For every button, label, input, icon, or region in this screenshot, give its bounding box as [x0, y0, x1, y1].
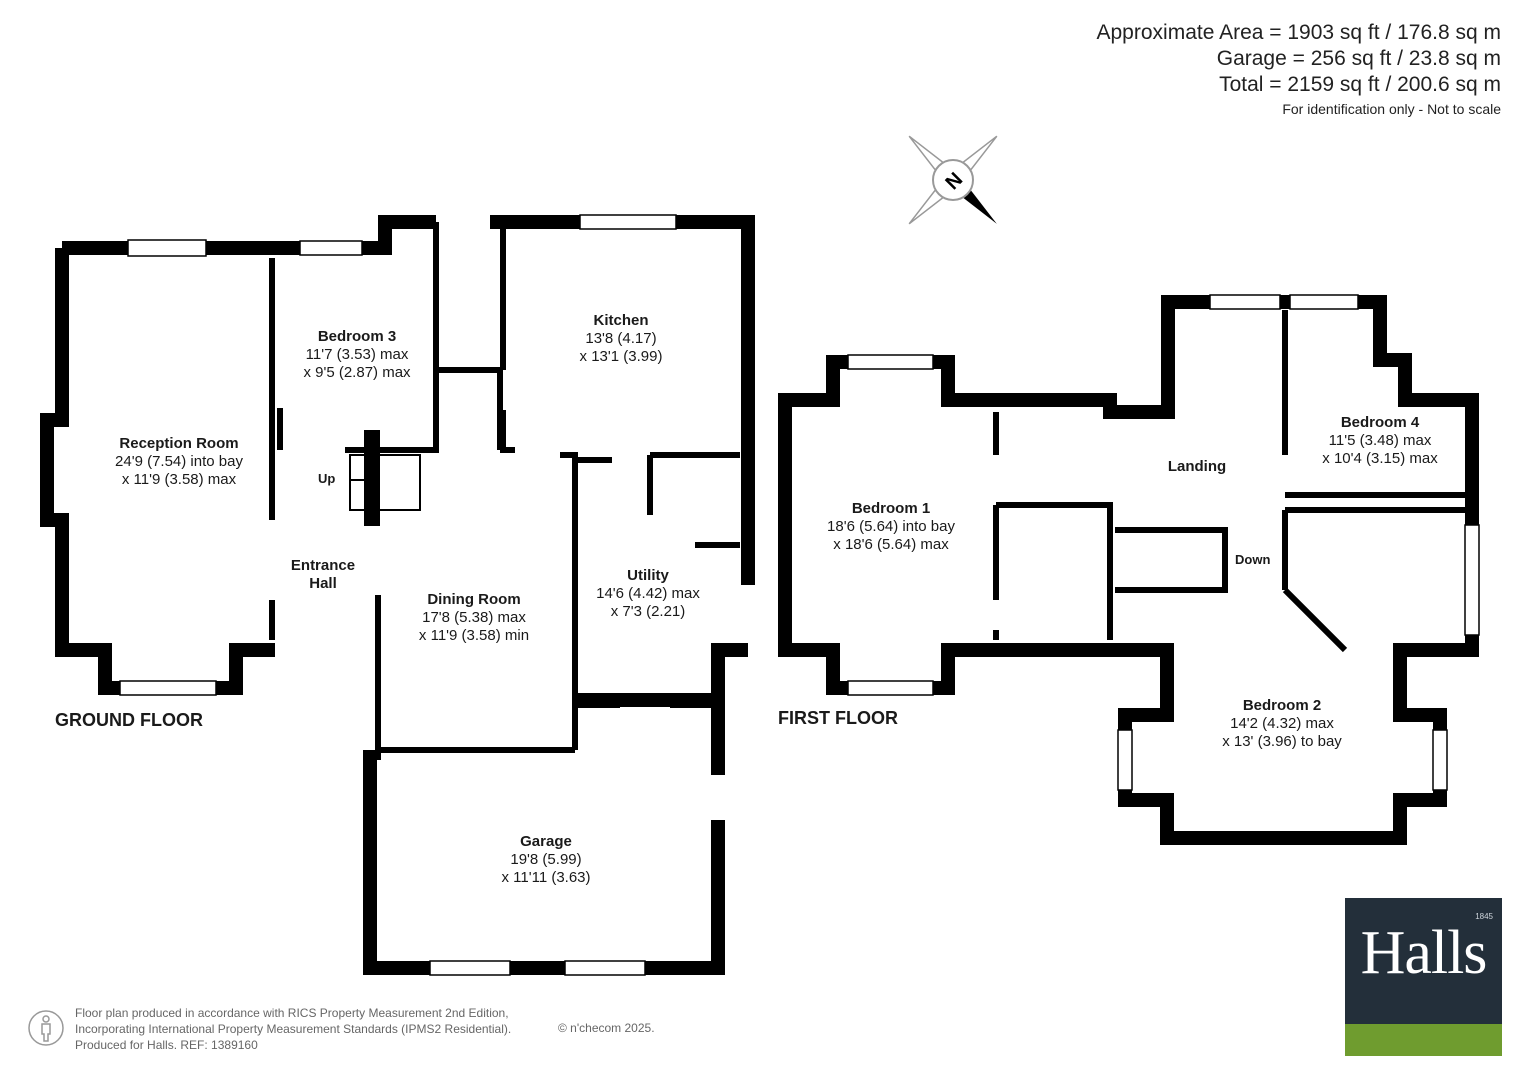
stairs-first [1115, 527, 1228, 593]
room-utility: Utility 14'6 (4.42) max x 7'3 (2.21) [596, 567, 700, 620]
person-icon [28, 1010, 64, 1046]
first-floor-outer-wall [778, 295, 1479, 845]
kitchen-wall [500, 222, 578, 750]
logo-year: 1845 [1475, 912, 1493, 921]
garage-walls [363, 720, 725, 975]
footer-text: Floor plan produced in accordance with R… [75, 1006, 512, 1052]
stairs-up-label: Up [318, 471, 336, 486]
north-compass-icon [908, 135, 998, 225]
first-floor-label: FIRST FLOOR [778, 708, 898, 728]
room-reception: Reception Room 24'9 (7.54) into bay x 11… [115, 435, 243, 488]
ground-floor-outer-wall [40, 248, 275, 695]
scale-note: For identification only - Not to scale [1282, 101, 1501, 117]
stair-newel [364, 430, 380, 526]
garage-area: Garage = 256 sq ft / 23.8 sq m [1216, 47, 1501, 70]
ground-floor-label: GROUND FLOOR [55, 710, 203, 730]
room-bedroom1: Bedroom 1 18'6 (5.64) into bay x 18'6 (5… [827, 500, 955, 553]
room-bedroom3: Bedroom 3 11'7 (3.53) max x 9'5 (2.87) m… [303, 328, 411, 381]
stairs-down-label: Down [1235, 552, 1271, 567]
ensuite-walls [996, 502, 1113, 640]
total-area: Total = 2159 sq ft / 200.6 sq m [1219, 73, 1501, 96]
logo-brand: Halls [1360, 919, 1488, 987]
room-kitchen: Kitchen 13'8 (4.17) x 13'1 (3.99) [579, 312, 663, 365]
area-summary: Approximate Area = 1903 sq ft / 176.8 sq… [1097, 20, 1502, 120]
room-garage: Garage 19'8 (5.99) x 11'11 (3.63) [501, 833, 591, 886]
ground-stairs [349, 454, 421, 511]
copyright: © n'checom 2025. [558, 1021, 655, 1035]
dining-walls [375, 595, 575, 760]
east-wall-lower [711, 460, 755, 720]
room-dining: Dining Room 17'8 (5.38) max x 11'9 (3.58… [418, 591, 530, 644]
windows [119, 214, 1480, 976]
bathroom-wall [1282, 587, 1348, 653]
logo-stripe [1345, 1024, 1502, 1056]
landing-walls [1282, 310, 1465, 590]
halls-logo: 1845 Halls [1345, 898, 1502, 1056]
reception-top-wall [62, 215, 755, 460]
room-bedroom2: Bedroom 2 14'2 (4.32) max x 13' (3.96) t… [1222, 697, 1342, 750]
approx-area: Approximate Area = 1903 sq ft / 176.8 sq… [1096, 21, 1502, 44]
room-entrance-hall: Entrance Hall [290, 557, 356, 592]
room-landing: Landing [1167, 458, 1227, 475]
utility-walls [575, 452, 740, 548]
room-bedroom4: Bedroom 4 11'5 (3.48) max x 10'4 (3.15) … [1322, 414, 1438, 467]
